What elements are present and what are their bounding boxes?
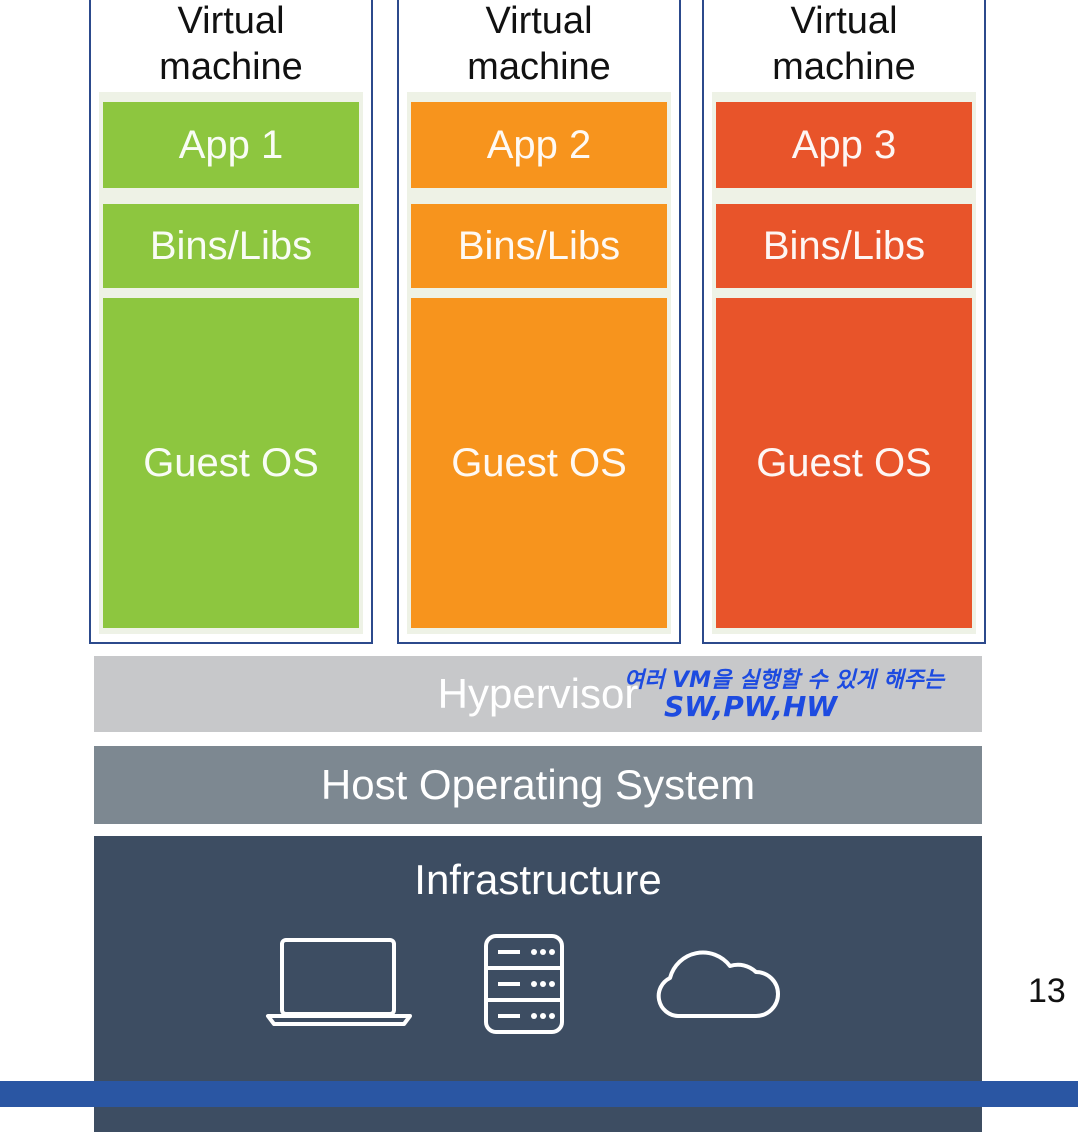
bins-libs-label: Bins/Libs (149, 223, 313, 268)
app-label: App 3 (791, 122, 897, 167)
vm-3: Virtual machine App 3 Bins/Libs Guest OS (702, 0, 986, 644)
vm-title: Virtual machine (467, 0, 611, 88)
vm-stack: App 2 Bins/Libs Guest OS (407, 92, 671, 634)
cloud-icon (656, 950, 780, 1018)
vm-stack: App 3 Bins/Libs Guest OS (712, 92, 976, 634)
vm-1: Virtual machine App 1 Bins/Libs Guest OS (89, 0, 373, 644)
hypervisor-layer: Hypervisor (94, 656, 982, 732)
host-os-layer: Host Operating System (94, 746, 982, 824)
app-label: App 1 (178, 122, 284, 167)
bins-libs-layer: Bins/Libs (716, 204, 972, 288)
app-layer: App 3 (716, 102, 972, 188)
bins-libs-layer: Bins/Libs (411, 204, 667, 288)
guest-os-layer: Guest OS (411, 298, 667, 628)
bins-libs-label: Bins/Libs (457, 223, 621, 268)
footer-bar (0, 1081, 1078, 1107)
annotation-line-1: 여러 VM을 실행할 수 있게 해주는 (624, 668, 945, 693)
vm-title: Virtual machine (772, 0, 916, 88)
app-label: App 2 (486, 122, 592, 167)
bins-libs-layer: Bins/Libs (103, 204, 359, 288)
handwritten-annotation: 여러 VM을 실행할 수 있게 해주는 (624, 662, 944, 694)
guest-os-layer: Guest OS (103, 298, 359, 628)
infrastructure-label: Infrastructure (414, 856, 662, 903)
annotation-line-2: SW,PW,HW (664, 690, 838, 723)
guest-os-label: Guest OS (756, 440, 932, 485)
hypervisor-label: Hypervisor (437, 670, 639, 717)
guest-os-label: Guest OS (143, 440, 319, 485)
vm-title: Virtual machine (159, 0, 303, 88)
handwritten-annotation-2: SW,PW,HW (664, 690, 837, 723)
guest-os-label: Guest OS (451, 440, 627, 485)
bins-libs-label: Bins/Libs (762, 223, 926, 268)
app-layer: App 2 (411, 102, 667, 188)
vm-stack: App 1 Bins/Libs Guest OS (99, 92, 363, 634)
server-icon (484, 934, 564, 1034)
host-os-label: Host Operating System (320, 761, 756, 808)
laptop-icon (266, 938, 412, 1026)
app-layer: App 1 (103, 102, 359, 188)
guest-os-layer: Guest OS (716, 298, 972, 628)
page-number: 13 (1028, 972, 1066, 1010)
vm-2: Virtual machine App 2 Bins/Libs Guest OS (397, 0, 681, 644)
